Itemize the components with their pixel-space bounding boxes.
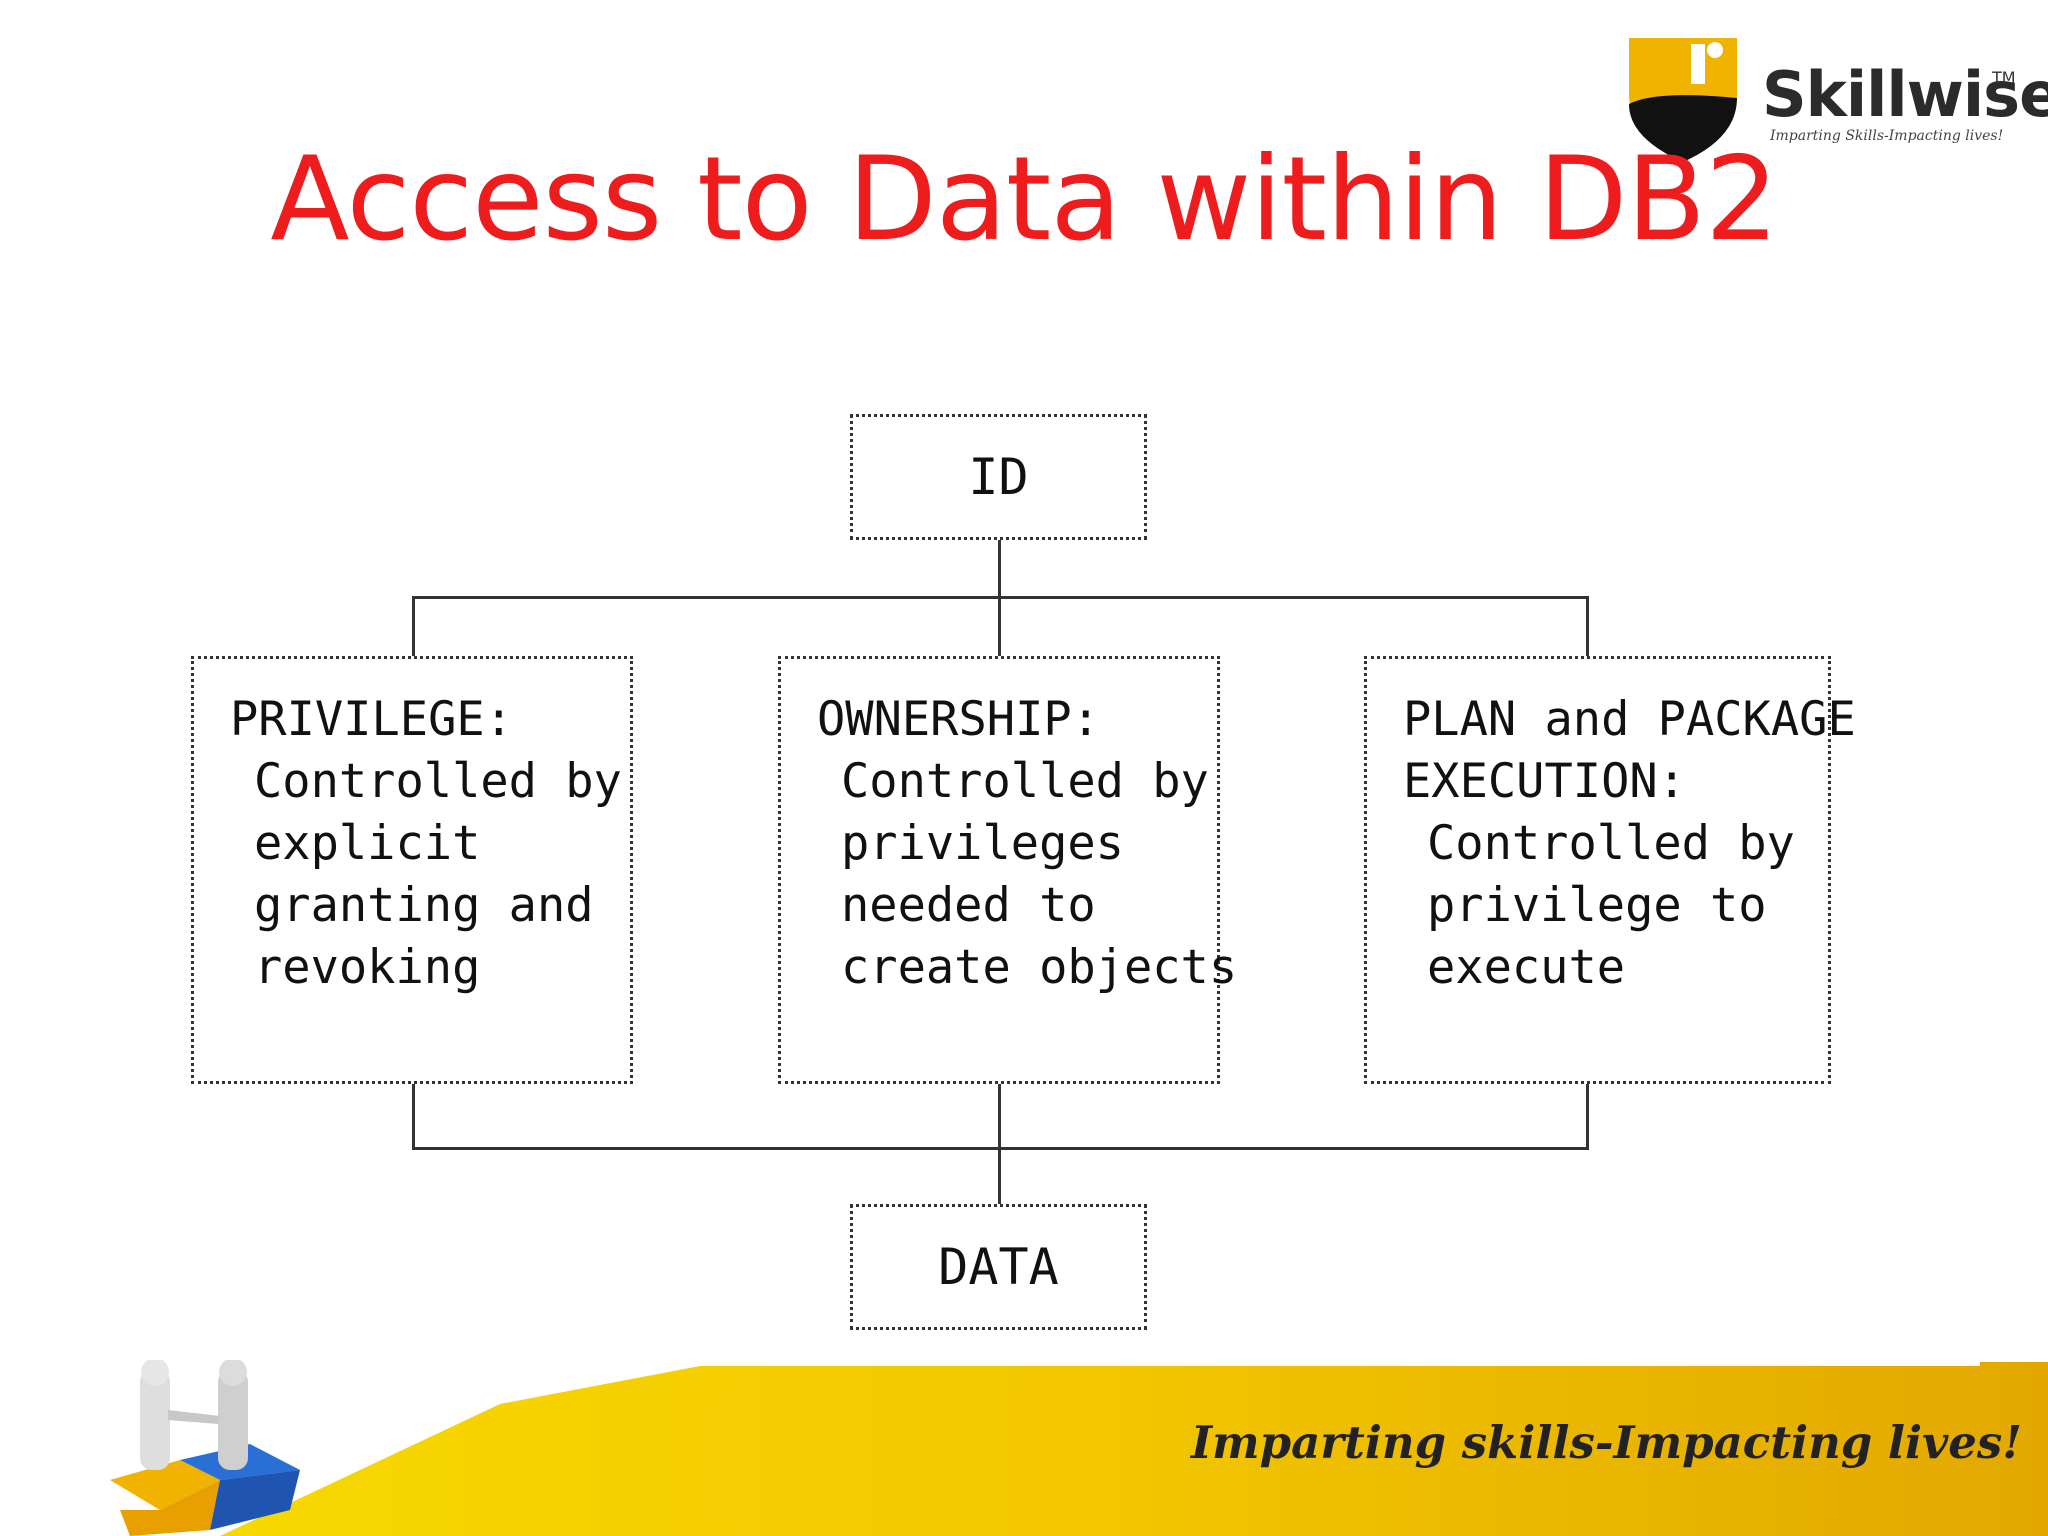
privilege-line: granting and bbox=[254, 878, 594, 933]
connector-top-center bbox=[998, 596, 1001, 658]
handshake-puzzle-icon bbox=[110, 1360, 300, 1536]
connector-id-down bbox=[998, 540, 1001, 598]
connector-bottom-center bbox=[998, 1084, 1001, 1206]
ownership-heading: OWNERSHIP: bbox=[817, 692, 1100, 747]
shield-logo-icon bbox=[1629, 38, 1737, 162]
privilege-box: PRIVILEGE: Controlled by explicit granting … bbox=[191, 656, 633, 1084]
data-node: DATA bbox=[850, 1204, 1147, 1330]
slide-title: Access to Data within DB2 bbox=[270, 132, 1779, 267]
plan-package-line: Controlled by bbox=[1427, 816, 1795, 871]
ownership-box: OWNERSHIP: Controlled by privileges needed … bbox=[778, 656, 1238, 1084]
ownership-line: create objects bbox=[841, 940, 1238, 995]
plan-package-line: execute bbox=[1427, 940, 1626, 995]
connector-bottom-left bbox=[412, 1084, 415, 1150]
privilege-line: revoking bbox=[254, 940, 481, 995]
connector-bottom-right bbox=[1586, 1084, 1589, 1150]
connector-bottom-horizontal bbox=[412, 1147, 1589, 1150]
plan-package-heading-2: EXECUTION: bbox=[1403, 754, 1686, 809]
plan-package-heading: PLAN and PACKAGE bbox=[1403, 692, 1856, 747]
privilege-heading: PRIVILEGE: bbox=[230, 692, 513, 747]
footer-tagline: Imparting skills-Impacting lives! bbox=[1190, 1416, 2022, 1469]
plan-package-line: privilege to bbox=[1427, 878, 1767, 933]
ownership-line: privileges bbox=[841, 816, 1124, 871]
id-node: ID bbox=[850, 414, 1147, 540]
ownership-line: needed to bbox=[841, 878, 1096, 933]
privilege-line: Controlled by bbox=[254, 754, 622, 809]
data-node-label: DATA bbox=[938, 1238, 1059, 1296]
brand-slogan: Imparting Skills-Impacting lives! bbox=[1770, 128, 2004, 144]
privilege-line: explicit bbox=[254, 816, 481, 871]
trademark: TM bbox=[1992, 68, 2016, 87]
id-node-label: ID bbox=[968, 448, 1029, 506]
connector-top-left bbox=[412, 596, 415, 658]
plan-package-box: PLAN and PACKAGE EXECUTION: Controlled by p… bbox=[1364, 656, 1856, 1084]
footer-band bbox=[220, 1362, 2048, 1536]
brand-name: Skillwise bbox=[1762, 58, 2048, 131]
connector-top-right bbox=[1586, 596, 1589, 658]
ownership-line: Controlled by bbox=[841, 754, 1209, 809]
